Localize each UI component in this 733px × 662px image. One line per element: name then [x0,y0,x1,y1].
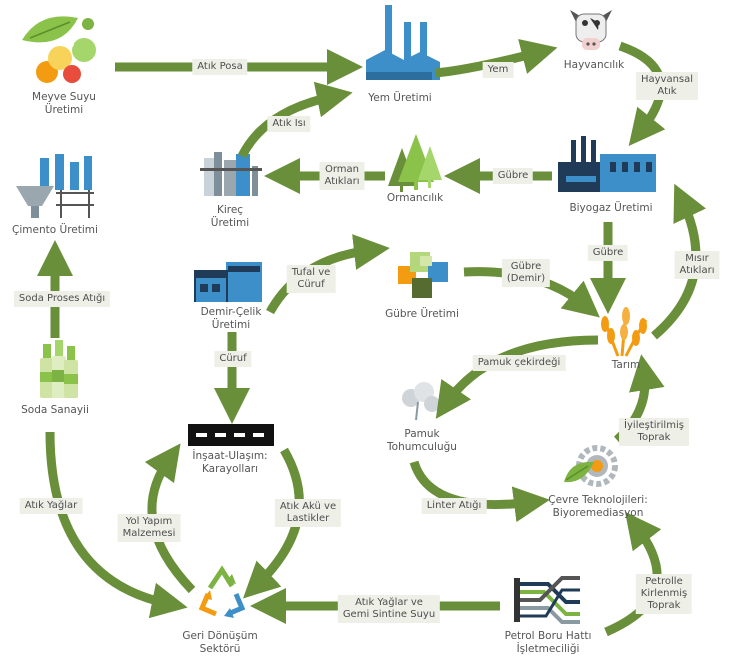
edge-curuf: Cüruf [214,351,252,367]
edge-petrolle-kirlenmis: Petrolle Kirlenmiş Toprak [635,574,693,614]
node-soda-sanayii: Soda Sanayii [21,404,89,416]
edge-linter-atigi: Linter Atığı [421,498,487,514]
cow-icon [570,10,612,50]
node-demir-celik: Demir-Çelik Üretimi [200,306,262,331]
edge-iyilestirilmis-toprak: İyileştirilmiş Toprak [619,418,689,446]
edge-atik-isi: Atık Isı [267,116,311,132]
wheat-icon [601,307,648,357]
node-tarim: Tarım [611,359,641,371]
road-icon [188,424,274,446]
node-hayvancilik: Hayvancılık [563,59,625,71]
edge-atik-yaglar-gemi: Atık Yağlar ve Gemi Sintine Suyu [337,595,441,623]
fertilizer-cubes-icon [398,252,448,298]
soda-bottles-icon [40,340,78,398]
edge-tufal-curuf: Tufal ve Cüruf [286,265,336,293]
arrow-atik-yaglar [45,431,188,619]
node-cevre-teknolojileri: Çevre Teknolojileri: Biyoremediasyon [548,494,648,519]
edge-orman-atiklari: Orman Atıkları [319,162,365,190]
pipeline-icon [514,576,580,624]
edge-yem: Yem [482,62,514,78]
node-insaat-ulasim: İnşaat-Ulaşım: Karayolları [192,450,268,475]
recycle-icon [198,565,246,618]
node-ormancilik: Ormancılık [386,192,444,204]
trees-icon [388,134,442,192]
edge-gubre-biyogaz: Gübre [492,168,534,184]
fruit-icon [22,16,96,83]
node-petrol-boru: Petrol Boru Hattı İşletmeciliği [504,630,592,655]
arrow-pamuk-cekirdegi [435,335,599,419]
edge-gubre-demir: Gübre (Demir) [501,259,551,287]
edge-yol-yapim-malzemesi: Yol Yapım Malzemesi [117,514,181,542]
edge-gubre-tarim: Gübre [587,245,629,261]
node-cimento: Çimento Üretimi [12,224,98,236]
node-biyogaz: Biyogaz Üretimi [569,202,653,214]
node-meyve-suyu: Meyve Suyu Üretimi [32,91,96,116]
gear-leaf-icon [564,445,618,487]
edge-atik-posa: Atık Posa [192,59,248,75]
edge-atik-yaglar: Atık Yağlar [19,498,83,514]
steel-mill-icon [194,262,262,302]
edge-atik-aku-lastikler: Atık Akü ve Lastikler [274,499,342,527]
cement-silo-icon [16,154,94,218]
arrow-yem [434,39,558,78]
factory-icon [366,5,440,80]
lime-kiln-icon [200,152,262,196]
edge-misir-atiklari: Mısır Atıkları [674,251,720,279]
node-yem-uretimi: Yem Üretimi [368,92,432,104]
node-pamuk-tohumculugu: Pamuk Tohumculuğu [387,428,457,453]
node-gubre-uretimi: Gübre Üretimi [385,308,459,320]
edge-soda-proses-atigi: Soda Proses Atığı [13,291,111,307]
biogas-plant-icon [558,136,656,192]
edge-pamuk-cekirdegi: Pamuk çekirdeği [472,355,566,371]
node-kirec: Kireç Üretimi [210,204,250,229]
node-geri-donusum: Geri Dönüşüm Sektörü [182,630,258,655]
edge-hayvansal-atik: Hayvansal Atık [635,72,699,100]
